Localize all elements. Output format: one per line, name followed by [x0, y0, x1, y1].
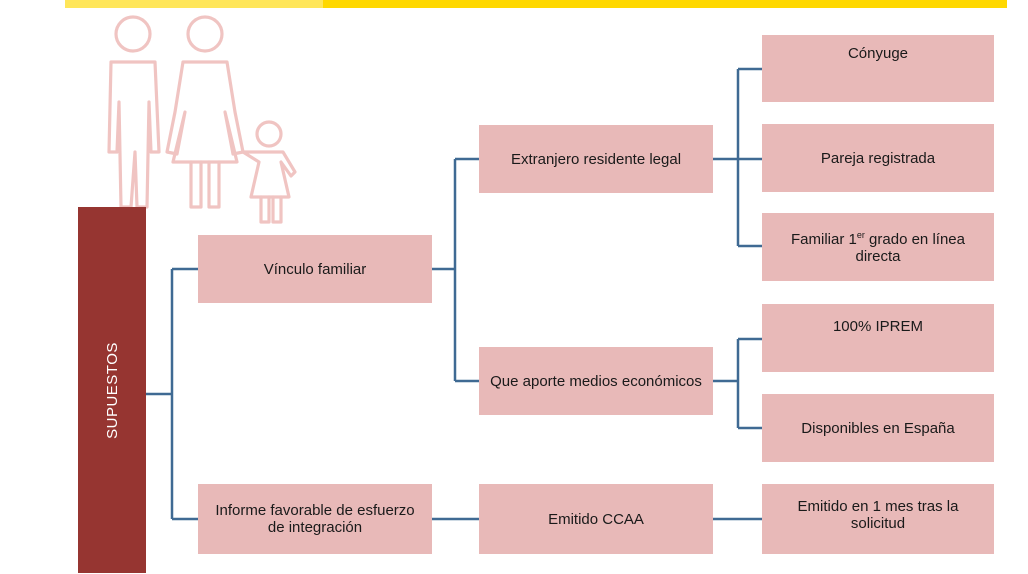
node-medios-economicos: Que aporte medios económicos — [479, 347, 713, 415]
node-familiar-primer-grado-label: Familiar 1er grado en línea directa — [770, 230, 986, 266]
node-disponibles-espana-label: Disponibles en España — [801, 419, 955, 437]
node-medios-economicos-label: Que aporte medios económicos — [490, 372, 702, 390]
node-informe-favorable: Informe favorable de esfuerzo de integra… — [198, 484, 432, 554]
supuestos-label: SUPUESTOS — [103, 341, 121, 439]
family-illustration-icon — [107, 15, 297, 224]
supuestos-side-bar: SUPUESTOS — [78, 207, 146, 573]
top-accent-bar-highlight — [65, 0, 323, 8]
node-conyuge: Cónyuge — [762, 35, 994, 102]
node-conyuge-label: Cónyuge — [847, 45, 909, 62]
node-emitido-ccaa-label: Emitido CCAA — [548, 510, 644, 528]
node-disponibles-espana: Disponibles en España — [762, 394, 994, 462]
top-accent-bar — [65, 0, 1007, 8]
node-iprem-label: 100% IPREM — [832, 318, 924, 335]
node-emitido-un-mes-label: Emitido en 1 mes tras la solicitud — [797, 498, 959, 532]
node-extranjero-residente-label: Extranjero residente legal — [510, 150, 682, 168]
familiar-text-start: Familiar 1 — [791, 231, 857, 248]
familiar-superscript: er — [856, 230, 865, 240]
node-iprem: 100% IPREM — [762, 304, 994, 372]
node-extranjero-residente: Extranjero residente legal — [479, 125, 713, 193]
node-vinculo-familiar-label: Vínculo familiar — [263, 260, 367, 278]
node-emitido-ccaa: Emitido CCAA — [479, 484, 713, 554]
node-informe-favorable-label: Informe favorable de esfuerzo de integra… — [215, 502, 415, 536]
node-pareja-registrada: Pareja registrada — [762, 124, 994, 192]
node-vinculo-familiar: Vínculo familiar — [198, 235, 432, 303]
familiar-text-end: grado en línea directa — [855, 231, 965, 265]
node-pareja-registrada-label: Pareja registrada — [820, 149, 936, 167]
node-familiar-primer-grado: Familiar 1er grado en línea directa — [762, 213, 994, 281]
node-emitido-un-mes: Emitido en 1 mes tras la solicitud — [762, 484, 994, 554]
